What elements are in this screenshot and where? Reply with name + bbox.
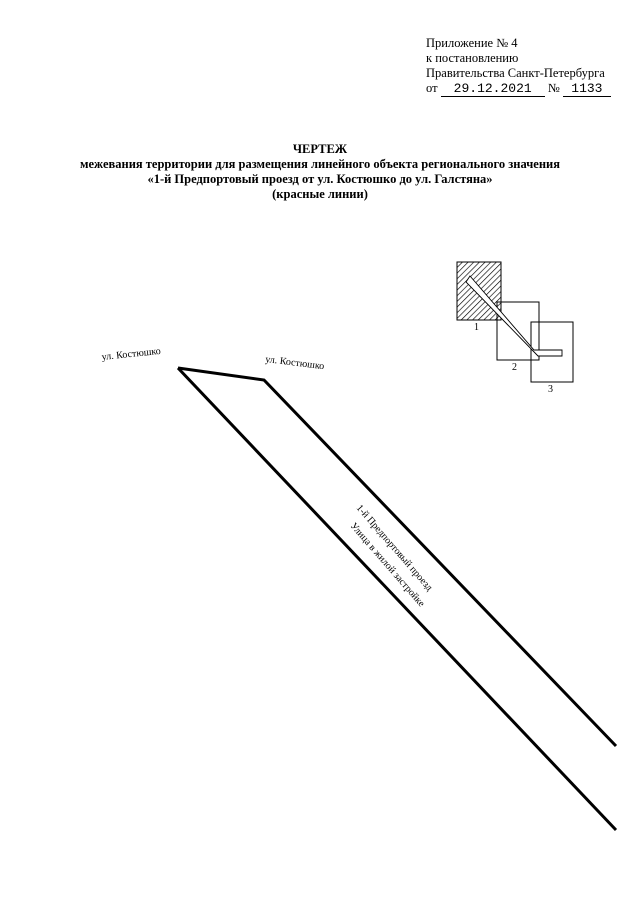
sheet-2-frame bbox=[496, 301, 540, 361]
title-line-2: межевания территории для размещения лине… bbox=[79, 157, 561, 171]
title-line-1: ЧЕРТЕЖ bbox=[292, 142, 348, 156]
title-line-3: «1-й Предпортовый проезд от ул. Костюшко… bbox=[147, 172, 493, 186]
document-title: ЧЕРТЕЖ межевания территории для размещен… bbox=[0, 142, 640, 202]
appendix-line-2: к постановлению bbox=[426, 51, 519, 65]
appendix-line-1: Приложение № 4 bbox=[426, 36, 518, 50]
date-prefix: от bbox=[426, 81, 438, 95]
appendix-block: Приложение № 4 к постановлению Правитель… bbox=[426, 36, 611, 97]
street-label-right: ул. Костюшко bbox=[265, 354, 325, 372]
street-label-left: ул. Костюшко bbox=[101, 346, 161, 363]
number-sign: № bbox=[547, 81, 560, 95]
appendix-line-3: Правительства Санкт-Петербурга bbox=[426, 66, 605, 80]
key-map: 1 2 3 bbox=[456, 261, 574, 395]
decree-number: 1133 bbox=[562, 82, 611, 97]
sheet-3-frame bbox=[530, 321, 574, 383]
red-line-upper bbox=[177, 366, 618, 748]
red-line-lower bbox=[176, 366, 618, 832]
sheet-2-number: 2 bbox=[512, 362, 517, 373]
sheet-1-number: 1 bbox=[474, 322, 479, 333]
key-map-road-outline bbox=[465, 275, 563, 357]
title-line-4: (красные линии) bbox=[272, 187, 368, 201]
sheet-3-number: 3 bbox=[548, 384, 553, 395]
appendix-date-row: от 29.12.2021 № 1133 bbox=[426, 81, 611, 97]
decree-date: 29.12.2021 bbox=[440, 82, 545, 97]
